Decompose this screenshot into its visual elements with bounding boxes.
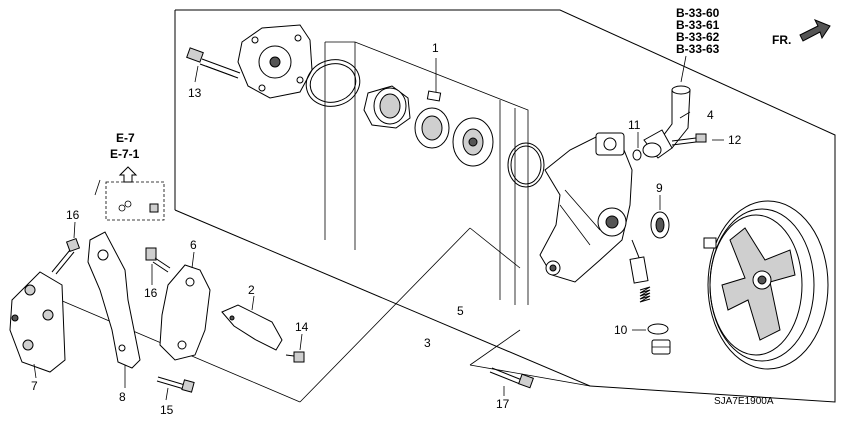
callout-14: 14	[295, 320, 309, 334]
ref-e-7: E-7	[116, 131, 135, 145]
bolt-15	[156, 376, 195, 393]
callout-5: 5	[457, 304, 464, 318]
callout-7: 7	[31, 379, 38, 393]
e7-reference-box	[105, 166, 165, 221]
callout-11: 11	[628, 118, 641, 132]
suction-joint-4	[642, 85, 691, 159]
callout-leaders	[33, 55, 724, 401]
bolt-13	[186, 47, 241, 79]
callout-17: 17	[496, 397, 510, 411]
bolt-14	[285, 351, 305, 363]
flow-control-valve	[629, 239, 651, 303]
diagram-code: SJA7E1900A	[714, 396, 774, 407]
ref-e-7-1: E-7-1	[110, 147, 140, 161]
cover-o-ring	[305, 59, 361, 107]
bracket-7	[9, 271, 66, 373]
o-ring-10	[647, 323, 669, 335]
bolt-16-left	[51, 237, 81, 275]
oil-seal-9	[650, 211, 670, 239]
plate-8	[87, 231, 141, 369]
callout-9: 9	[656, 181, 663, 195]
side-plate	[452, 117, 494, 167]
callout-8: 8	[119, 390, 126, 404]
front-direction-label: FR.	[772, 33, 791, 47]
callout-12: 12	[728, 133, 742, 147]
ref-b-33-60: B-33-60	[676, 6, 720, 20]
callout-2: 2	[248, 283, 255, 297]
callout-4: 4	[707, 108, 714, 122]
bolt-17	[489, 367, 534, 389]
pump-cover	[237, 24, 313, 99]
callout-15: 15	[160, 403, 174, 417]
callout-16-left: 16	[66, 208, 80, 222]
bracket-2	[221, 304, 283, 351]
callout-numbers: 1 2 3 4 5 6 7 8 9 10 11 12 13 14 15 16 1…	[31, 41, 742, 417]
ref-b-33-63: B-33-63	[676, 42, 720, 56]
valve-cap-bolt	[651, 339, 671, 355]
bolt-16-middle	[145, 247, 171, 273]
ref-b-33-62: B-33-62	[676, 30, 720, 44]
pulley	[703, 200, 829, 370]
callout-1: 1	[432, 41, 439, 55]
bracket-6	[159, 264, 211, 361]
pump-body	[539, 132, 633, 283]
pump-o-ring	[507, 142, 545, 188]
reference-codes: B-33-60 B-33-61 B-33-62 B-33-63 E-7 E-7-…	[110, 6, 720, 161]
callout-16-middle: 16	[144, 286, 158, 300]
bolt-12	[671, 133, 707, 146]
callout-6: 6	[190, 238, 197, 252]
cam-ring	[363, 85, 411, 129]
callout-3: 3	[424, 336, 431, 350]
front-direction-arrow: FR.	[772, 19, 831, 47]
rotor	[414, 90, 450, 149]
callout-10: 10	[614, 323, 628, 337]
ref-b-33-61: B-33-61	[676, 18, 720, 32]
o-ring-11	[632, 149, 642, 161]
callout-13: 13	[188, 86, 202, 100]
